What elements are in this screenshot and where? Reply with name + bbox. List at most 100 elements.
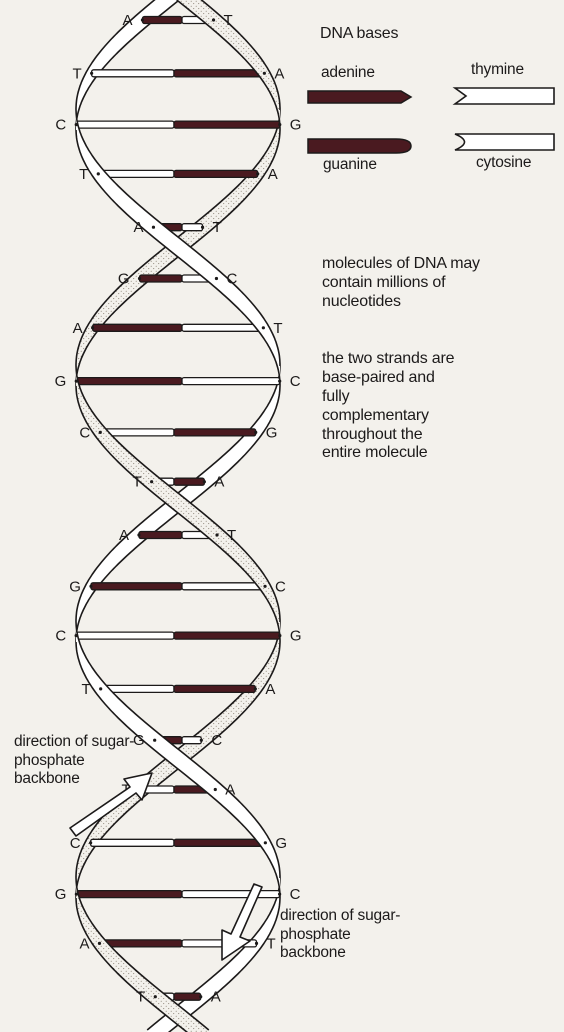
base-g xyxy=(76,891,182,898)
base-c xyxy=(76,121,174,128)
backbone-dot xyxy=(89,841,92,844)
backbone-dot xyxy=(278,893,281,896)
base-a xyxy=(142,17,182,24)
strand-two-segment xyxy=(76,366,280,642)
legend-guanine-label: guanine xyxy=(323,156,377,175)
base-letter-left: C xyxy=(55,117,66,134)
legend-adenine-shape xyxy=(308,91,411,103)
base-letter-right: A xyxy=(265,681,275,698)
backbone-dot xyxy=(263,585,266,588)
base-g xyxy=(140,275,182,282)
base-a xyxy=(174,170,258,177)
base-c xyxy=(91,839,174,846)
base-c xyxy=(182,891,280,898)
base-g xyxy=(76,378,182,385)
base-letter-left: A xyxy=(122,12,132,29)
backbone-dot xyxy=(201,226,204,229)
base-letter-left: C xyxy=(70,835,81,852)
base-pair xyxy=(101,685,256,692)
base-g xyxy=(91,583,182,590)
backbone-dot xyxy=(278,634,281,637)
legend-adenine-label: adenine xyxy=(321,64,375,83)
base-letter-left: A xyxy=(73,320,83,337)
backbone-dot xyxy=(254,431,257,434)
base-a xyxy=(174,993,201,1000)
base-t xyxy=(92,70,174,77)
base-t xyxy=(182,324,263,331)
backbone-dot xyxy=(137,533,140,536)
base-letter-right: G xyxy=(290,117,302,134)
base-letter-left: G xyxy=(69,578,81,595)
backbone-dot xyxy=(214,788,217,791)
backbone-dot xyxy=(263,72,266,75)
backbone-dot xyxy=(98,942,101,945)
legend-thymine-shape xyxy=(455,88,554,104)
backbone-dot xyxy=(154,995,157,998)
base-letter-right: T xyxy=(213,219,222,236)
base-letter-left: T xyxy=(132,474,141,491)
base-letter-right: C xyxy=(211,732,222,749)
base-g xyxy=(174,429,256,436)
backbone-dot xyxy=(256,172,259,175)
helix-back-strands xyxy=(76,0,280,1032)
backbone-dot xyxy=(75,634,78,637)
backbone-dot xyxy=(75,123,78,126)
backbone-dot xyxy=(200,739,203,742)
base-letter-left: G xyxy=(55,373,67,390)
base-a xyxy=(93,324,182,331)
base-letter-right: T xyxy=(273,320,282,337)
legend-title: DNA bases xyxy=(320,24,398,43)
base-letter-left: C xyxy=(79,424,90,441)
backbone-dot xyxy=(99,431,102,434)
base-letter-left: T xyxy=(72,65,81,82)
base-letter-right: A xyxy=(268,166,278,183)
base-letter-right: C xyxy=(290,886,301,903)
base-letter-left: A xyxy=(133,219,143,236)
base-letter-right: A xyxy=(211,989,221,1006)
base-c xyxy=(182,737,201,744)
base-letter-left: T xyxy=(136,989,145,1006)
backbone-dot xyxy=(215,277,218,280)
note-complementary: the two strands are base-paired and full… xyxy=(322,350,457,463)
base-a xyxy=(174,70,264,77)
base-pair xyxy=(76,378,279,385)
strand-one-segment xyxy=(76,110,280,386)
base-pair xyxy=(98,170,257,177)
base-a xyxy=(139,532,182,539)
base-pair xyxy=(92,70,265,77)
base-pair xyxy=(76,632,280,639)
base-pair xyxy=(93,324,264,331)
base-a xyxy=(174,685,255,692)
base-letter-right: T xyxy=(224,12,233,29)
backbone-dot xyxy=(255,942,258,945)
backbone-dot xyxy=(150,480,153,483)
backbone-dot xyxy=(203,480,206,483)
backbone-dot xyxy=(199,995,202,998)
base-pair xyxy=(91,839,266,846)
backbone-dot xyxy=(152,226,155,229)
base-letter-left: T xyxy=(82,681,91,698)
legend-cytosine-label: cytosine xyxy=(476,154,531,173)
base-letter-left: A xyxy=(79,935,89,952)
backbone-dot xyxy=(215,533,218,536)
base-letter-right: C xyxy=(290,373,301,390)
direction-label-lower: direction of sugar-phosphate backbone xyxy=(280,907,420,963)
legend-cytosine-shape xyxy=(455,134,554,150)
base-pair xyxy=(100,429,255,436)
base-c xyxy=(182,378,280,385)
backbone-dot xyxy=(99,687,102,690)
backbone-dot xyxy=(254,687,257,690)
legend-thymine-label: thymine xyxy=(471,61,524,80)
base-letter-right: A xyxy=(214,474,224,491)
backbone-dot xyxy=(138,277,141,280)
base-letter-right: C xyxy=(275,578,286,595)
base-letter-right: A xyxy=(225,782,235,799)
base-c xyxy=(182,583,265,590)
base-letter-right: G xyxy=(266,424,278,441)
base-letter-right: A xyxy=(274,65,284,82)
base-letter-left: C xyxy=(55,628,66,645)
helix-front-strands xyxy=(76,0,280,1032)
base-g xyxy=(174,632,280,639)
legend-guanine-shape xyxy=(308,139,411,153)
